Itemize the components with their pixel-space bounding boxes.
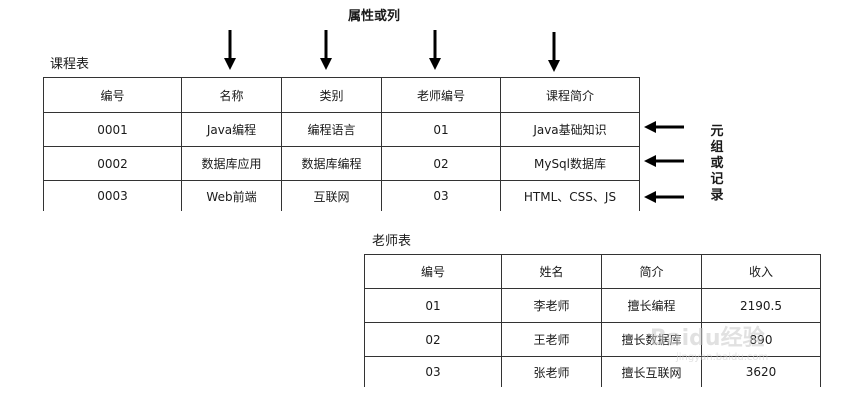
course-table: 编号 名称 类别 老师编号 课程简介 0001 Java编程 编程语言 01 J… (43, 77, 640, 211)
column-header: 类别 (281, 77, 382, 113)
table-cell: Java基础知识 (500, 112, 640, 147)
table-cell: 编程语言 (281, 112, 382, 147)
column-header: 编号 (364, 254, 502, 289)
arrow-left-icon (644, 155, 684, 167)
table-cell: 王老师 (501, 322, 602, 357)
table-cell: 擅长编程 (601, 288, 702, 323)
table-cell: 0003 (43, 180, 182, 211)
baidu-watermark: Baidu经验 (650, 326, 765, 351)
table-cell: 擅长数据库 (601, 322, 702, 357)
table-cell: 数据库编程 (281, 146, 382, 181)
table-row: 0001 Java编程 编程语言 01 Java基础知识 (43, 112, 640, 147)
table-header-row: 编号 名称 类别 老师编号 课程简介 (43, 77, 640, 113)
column-header: 编号 (43, 77, 182, 113)
teacher-table: 编号 姓名 简介 收入 01 李老师 擅长编程 2190.5 02 王老师 擅长… (364, 254, 821, 387)
course-table-title: 课程表 (50, 57, 90, 72)
table-cell: MySql数据库 (500, 146, 640, 181)
table-cell: 数据库应用 (181, 146, 282, 181)
table-cell: 3620 (701, 356, 821, 387)
table-cell: 02 (364, 322, 502, 357)
column-header: 老师编号 (381, 77, 501, 113)
table-cell: 0002 (43, 146, 182, 181)
arrow-down-icon (548, 32, 560, 72)
table-cell: 890 (701, 322, 821, 357)
table-cell: 擅长互联网 (601, 356, 702, 387)
table-row: 0003 Web前端 互联网 03 HTML、CSS、JS (43, 180, 640, 211)
table-row: 02 王老师 擅长数据库 890 (364, 322, 821, 357)
teacher-table-title: 老师表 (372, 234, 412, 249)
column-header: 姓名 (501, 254, 602, 289)
tuple-label: 元组或记录 (710, 124, 724, 203)
arrow-left-icon (644, 121, 684, 133)
table-cell: 互联网 (281, 180, 382, 211)
table-row: 0002 数据库应用 数据库编程 02 MySql数据库 (43, 146, 640, 181)
attribute-label: 属性或列 (348, 9, 401, 24)
table-cell: 01 (364, 288, 502, 323)
arrow-down-icon (320, 30, 332, 70)
column-header: 收入 (701, 254, 821, 289)
table-cell: 02 (381, 146, 501, 181)
table-cell: 0001 (43, 112, 182, 147)
column-header: 课程简介 (500, 77, 640, 113)
column-header: 简介 (601, 254, 702, 289)
arrow-left-icon (644, 191, 684, 203)
table-cell: Java编程 (181, 112, 282, 147)
table-row: 01 李老师 擅长编程 2190.5 (364, 288, 821, 323)
table-cell: HTML、CSS、JS (500, 180, 640, 211)
table-cell: 01 (381, 112, 501, 147)
table-cell: 李老师 (501, 288, 602, 323)
table-cell: 03 (364, 356, 502, 387)
table-header-row: 编号 姓名 简介 收入 (364, 254, 821, 289)
arrow-down-icon (224, 30, 236, 70)
table-cell: 2190.5 (701, 288, 821, 323)
table-cell: 03 (381, 180, 501, 211)
table-cell: 张老师 (501, 356, 602, 387)
column-header: 名称 (181, 77, 282, 113)
table-row: 03 张老师 擅长互联网 3620 (364, 356, 821, 387)
arrow-down-icon (429, 30, 441, 70)
watermark-url: jingyan.baidu.com (676, 352, 769, 363)
table-cell: Web前端 (181, 180, 282, 211)
